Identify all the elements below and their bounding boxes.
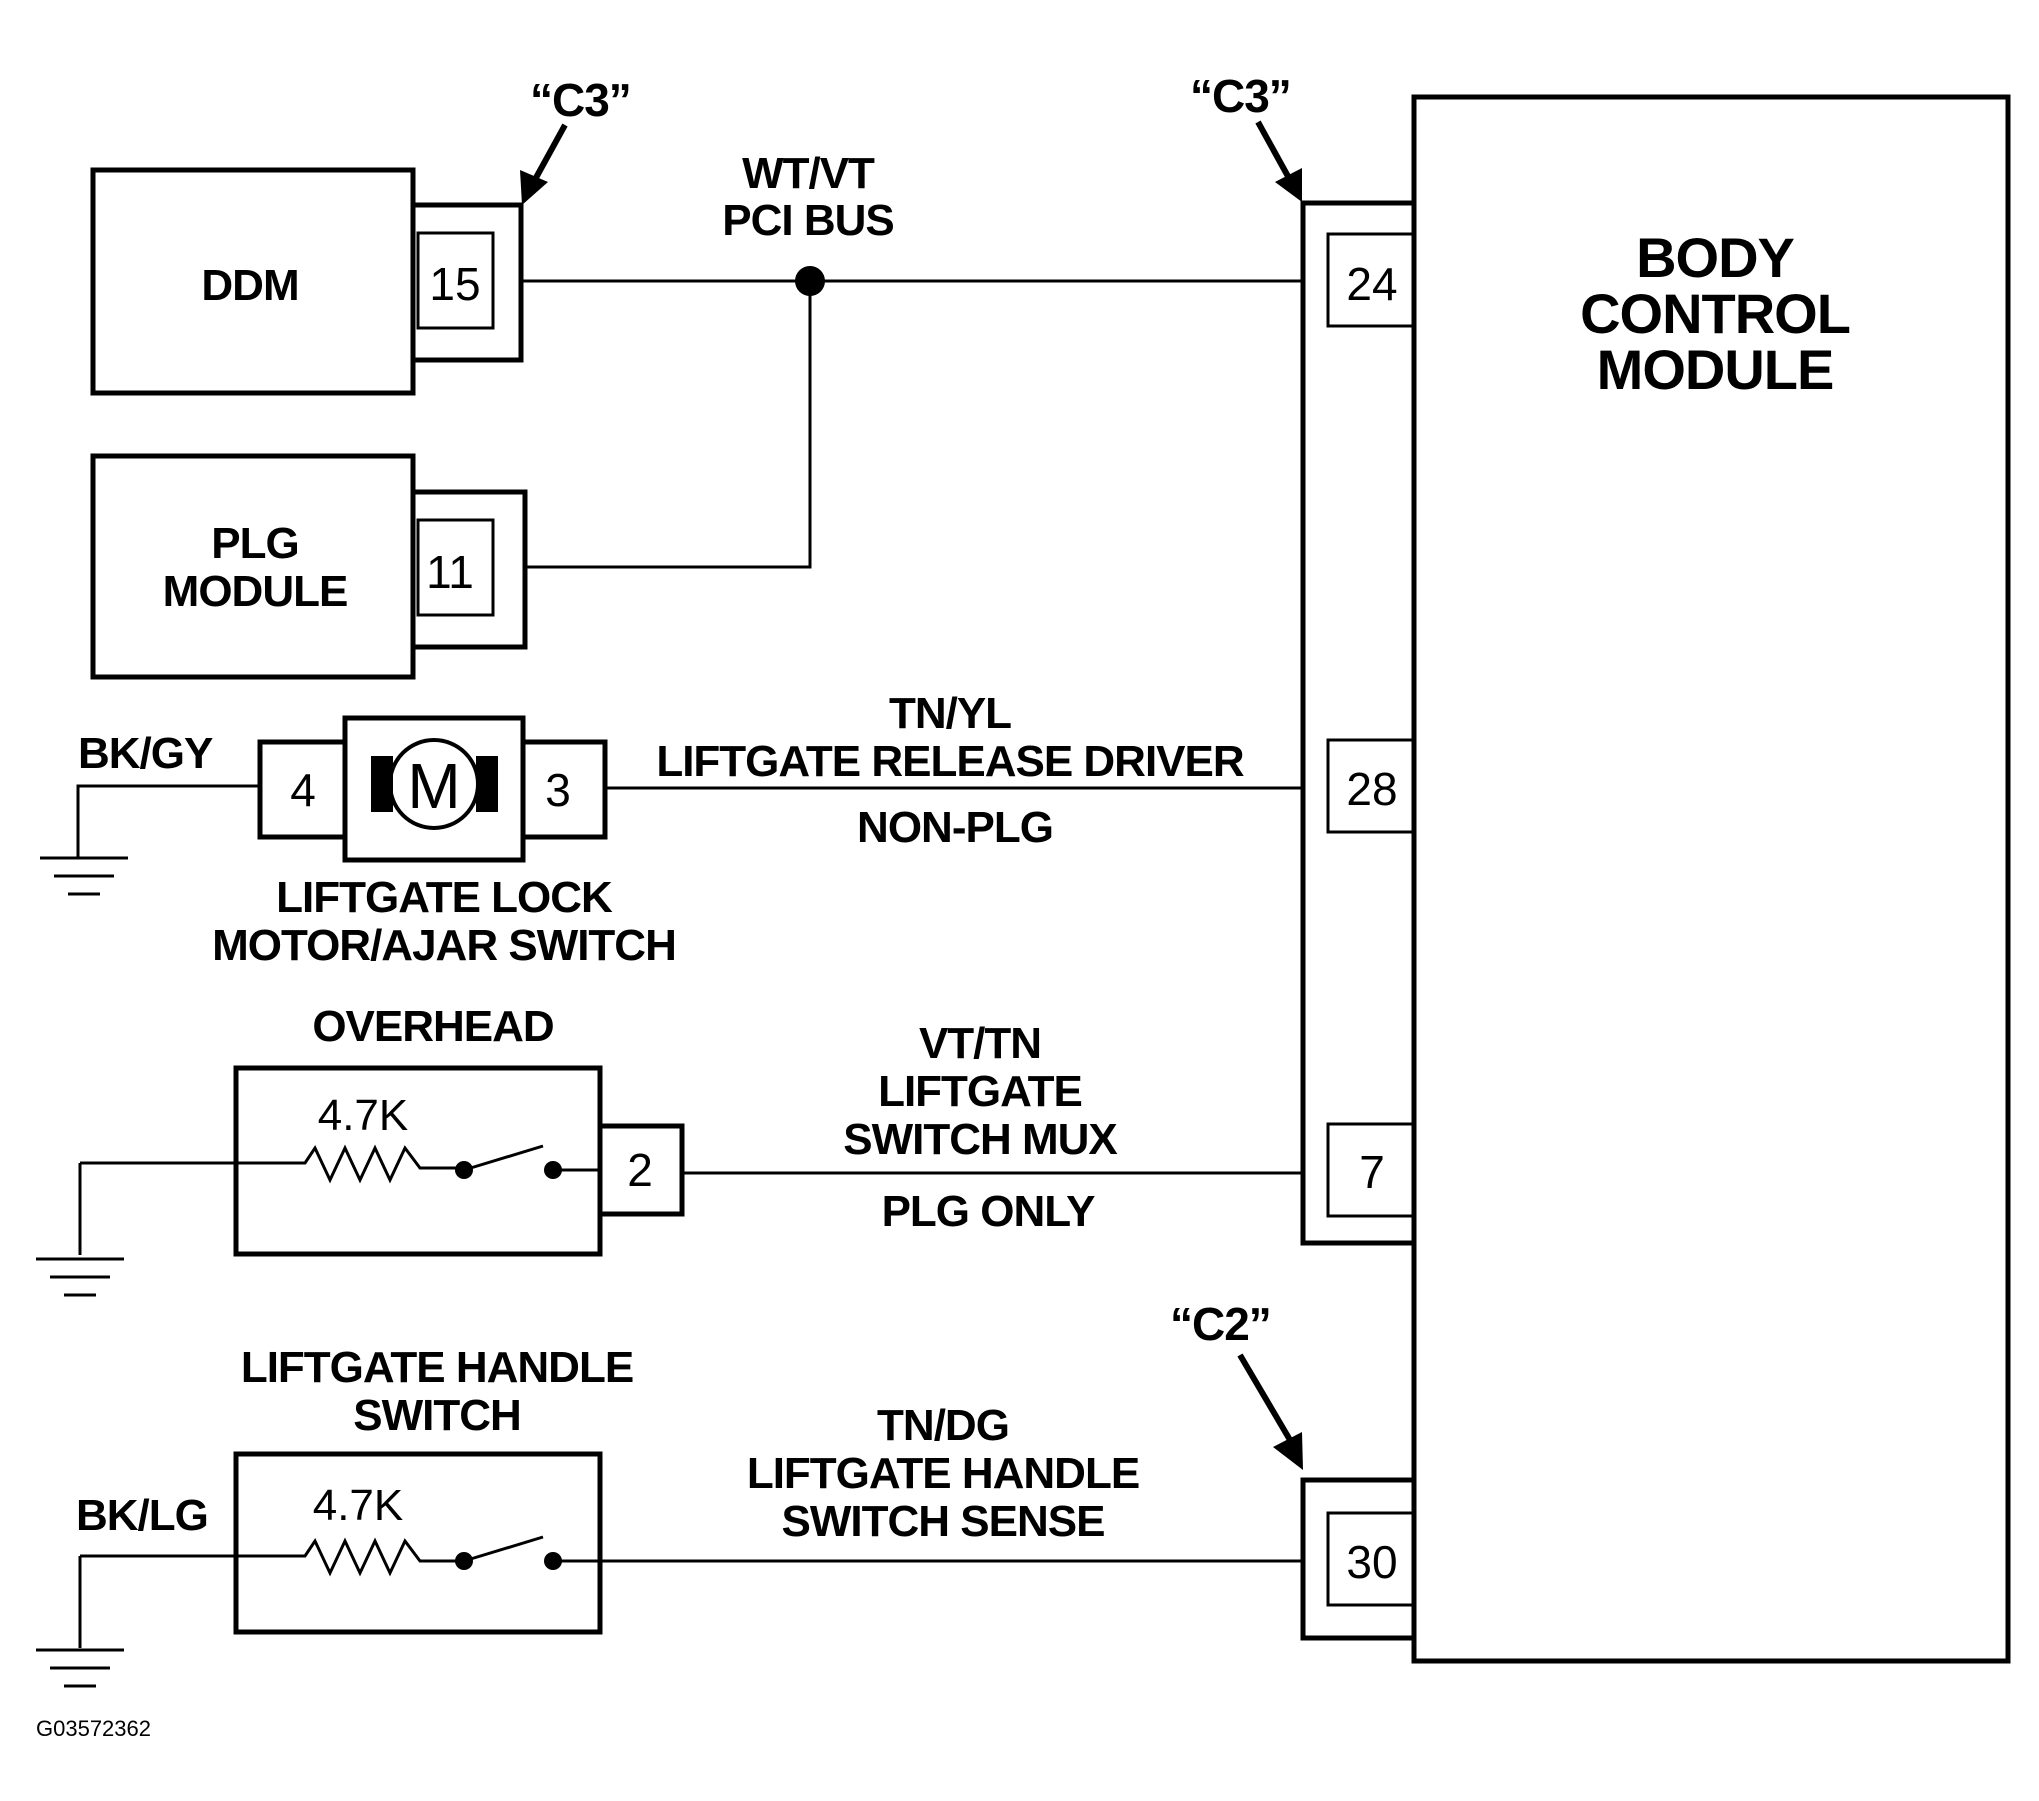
bcm-c3-connector <box>1300 200 1417 1246</box>
ground-symbol <box>40 856 128 896</box>
release-driver-wire-name: LIFTGATE RELEASE DRIVER <box>656 737 1244 786</box>
handle-sense-wire-color: TN/DG <box>877 1401 1009 1450</box>
handle-switch-resistor-icon <box>80 1537 462 1577</box>
handle-switch-resistor-label: 4.7K <box>313 1481 404 1530</box>
bcm-label-line3: MODULE <box>1597 338 1834 401</box>
pci-bus-wire-color: WT/VT <box>742 149 875 198</box>
bcm-pin-28: 28 <box>1346 763 1397 815</box>
overhead-pin-box <box>597 1123 685 1217</box>
overhead-label: OVERHEAD <box>312 1002 553 1051</box>
handle-switch-label-line1: LIFTGATE HANDLE <box>241 1343 633 1392</box>
plg-module-connector <box>410 489 528 650</box>
bcm-pin-24: 24 <box>1346 258 1397 310</box>
switch-mux-note: PLG ONLY <box>882 1187 1096 1236</box>
ddm-connector-callout: “C3” <box>530 74 631 126</box>
motor-symbol-icon: M <box>371 738 498 830</box>
pci-bus-branch-wire <box>525 281 812 569</box>
overhead-resistor-label: 4.7K <box>318 1091 409 1140</box>
plg-module-label-line1: PLG <box>211 519 298 568</box>
release-driver-wire-color: TN/YL <box>889 689 1011 738</box>
liftgate-lock-motor-label-line2: MOTOR/AJAR SWITCH <box>212 921 676 970</box>
plg-module-pin-label: 11 <box>426 546 474 598</box>
bcm-pin-box-7 <box>1326 1122 1416 1218</box>
handle-switch-label-line2: SWITCH <box>353 1391 521 1440</box>
overhead-resistor-icon <box>80 1144 462 1184</box>
pci-bus-wire-name: PCI BUS <box>722 196 893 245</box>
ddm-label: DDM <box>201 261 298 310</box>
bk-gy-ground-wire <box>76 784 260 858</box>
plg-module-label-line2: MODULE <box>163 567 348 616</box>
handle-sense-wire-name-line1: LIFTGATE HANDLE <box>747 1449 1139 1498</box>
figure-id: G03572362 <box>36 1716 151 1741</box>
ground-symbol <box>36 1257 124 1297</box>
ddm-pin-box <box>416 231 495 330</box>
liftgate-lock-motor-label-line1: LIFTGATE LOCK <box>276 873 613 922</box>
switch-mux-wire-color: VT/TN <box>919 1019 1041 1068</box>
overhead-switch-icon <box>455 1144 600 1179</box>
splice-dot <box>795 266 825 296</box>
handle-switch-box <box>233 1451 603 1635</box>
handle-switch-switch-icon <box>455 1535 600 1570</box>
motor-pin-4: 4 <box>290 764 316 816</box>
bcm-pin-box-24 <box>1326 232 1416 328</box>
bcm-pin-box-30 <box>1326 1511 1416 1607</box>
switch-mux-wire-name-line1: LIFTGATE <box>878 1067 1082 1116</box>
overhead-pin-label: 2 <box>627 1144 653 1196</box>
bcm-c3-connector-callout: “C3” <box>1190 70 1291 122</box>
handle-sense-wire-name-line2: SWITCH SENSE <box>782 1497 1105 1546</box>
bcm-c2-connector-callout: “C2” <box>1170 1298 1271 1350</box>
ground-symbol <box>36 1648 124 1688</box>
bcm-label-line1: BODY <box>1636 226 1794 289</box>
plg-module-pin-box <box>416 518 495 617</box>
motor-pin-3: 3 <box>545 764 571 816</box>
bk-lg-wire-label: BK/LG <box>76 1491 208 1540</box>
bcm-pin-7: 7 <box>1359 1146 1385 1198</box>
callout-arrow <box>1255 120 1302 202</box>
bcm-pin-box-28 <box>1326 738 1416 834</box>
motor-symbol-letter: M <box>407 750 460 822</box>
bk-gy-wire-label: BK/GY <box>78 729 213 778</box>
ddm-pin-label: 15 <box>429 258 480 310</box>
callout-arrow <box>1237 1353 1303 1470</box>
switch-mux-wire-name-line2: SWITCH MUX <box>843 1115 1117 1164</box>
bcm-pin-30: 30 <box>1346 1536 1397 1588</box>
overhead-box <box>233 1065 603 1257</box>
bcm-label-line2: CONTROL <box>1580 282 1850 345</box>
callout-arrow <box>520 123 568 205</box>
release-driver-note: NON-PLG <box>857 803 1053 852</box>
